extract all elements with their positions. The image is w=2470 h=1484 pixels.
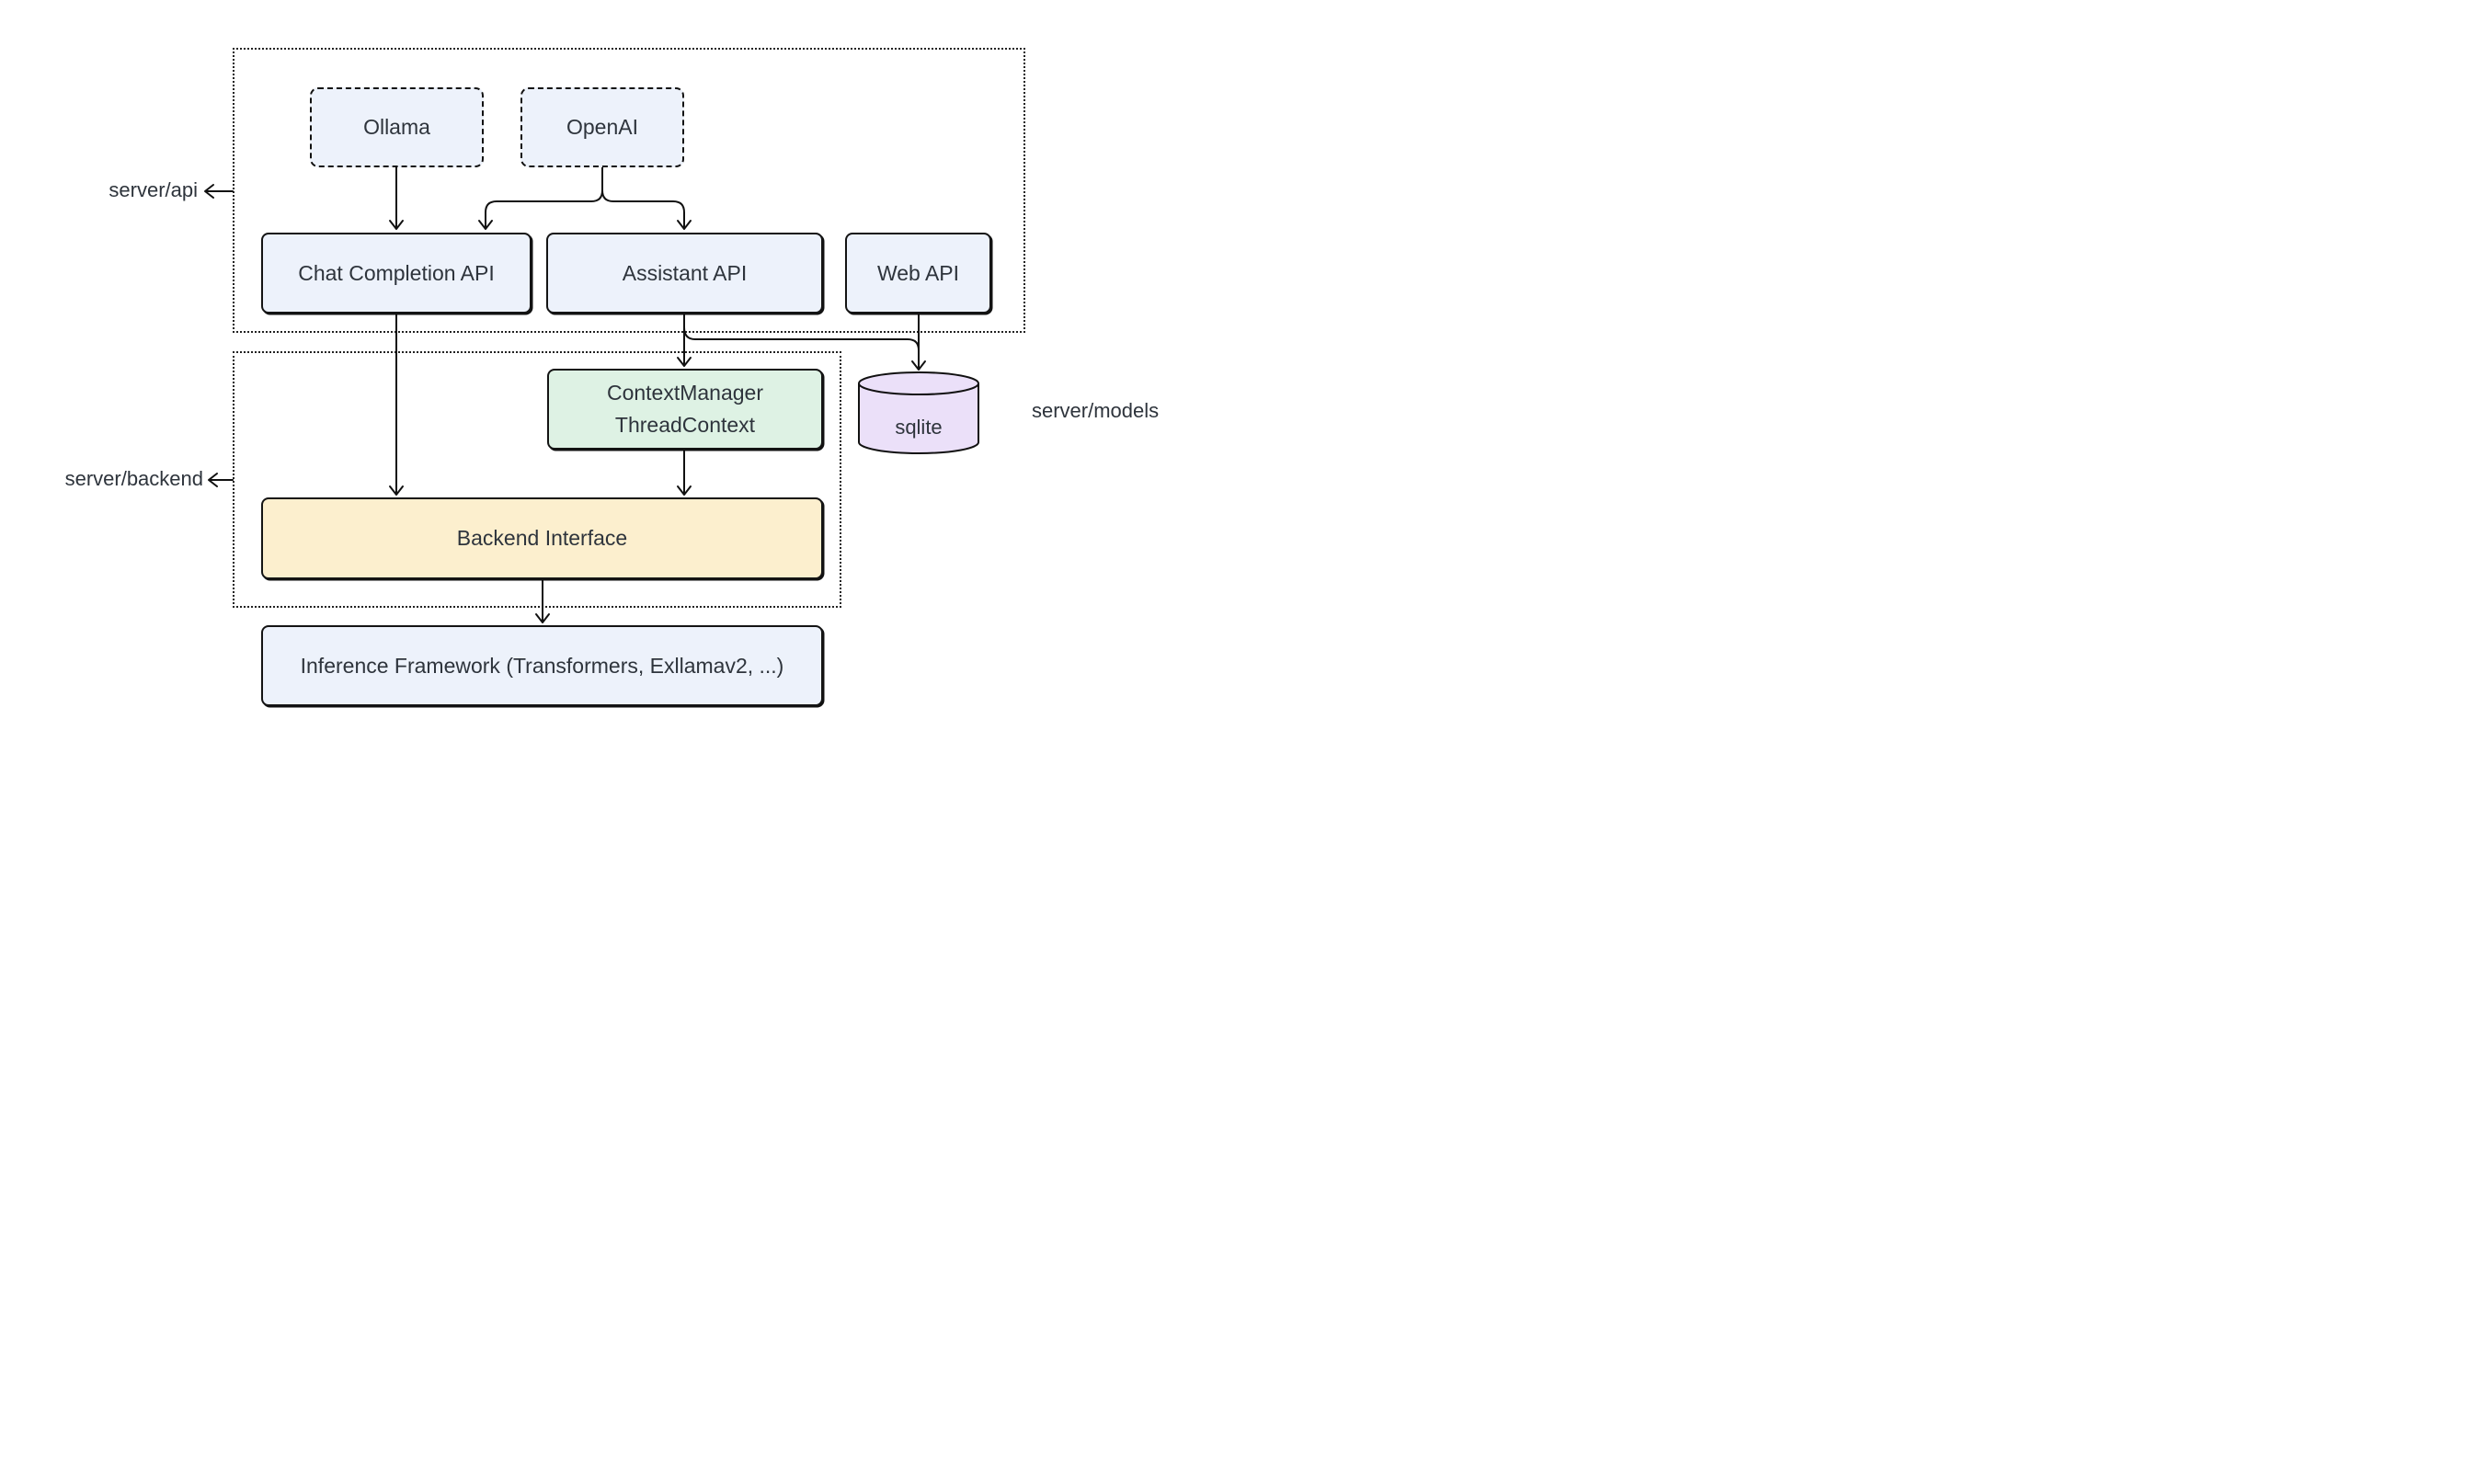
edge-chat-completion-to-backend	[389, 313, 404, 496]
label-server-backend: server/backend	[64, 467, 203, 490]
label-server-models: server/models	[1032, 399, 1160, 422]
label-server-api: server/api	[109, 178, 198, 201]
node-chat-completion-api-label: Chat Completion API	[298, 260, 495, 285]
node-assistant-api: Assistant API	[546, 233, 823, 314]
edge-context-manager-to-backend	[677, 449, 692, 496]
edge-web-api-to-sqlite	[911, 313, 926, 371]
sqlite-cylinder	[858, 371, 979, 454]
group-server-backend	[233, 351, 841, 608]
node-openai-label: OpenAI	[566, 115, 638, 139]
diagram-wires	[204, 166, 979, 623]
node-backend-interface-label: Backend Interface	[456, 526, 628, 550]
server-api-pointer-arrow	[204, 184, 234, 199]
node-sqlite-label: sqlite	[895, 416, 943, 439]
node-ollama: Ollama	[310, 87, 484, 167]
architecture-diagram: Ollama OpenAI Chat Completion API Assist…	[0, 0, 1235, 742]
node-context-manager-label: ContextManager ThreadContext	[607, 377, 763, 441]
node-assistant-api-label: Assistant API	[622, 260, 748, 285]
node-web-api: Web API	[845, 233, 991, 314]
edge-assistant-to-sqlite	[683, 326, 920, 354]
node-ollama-label: Ollama	[363, 115, 430, 139]
node-web-api-label: Web API	[876, 260, 960, 285]
edge-assistant-to-context-manager	[677, 313, 692, 367]
edge-openai-to-chat-completion	[478, 166, 603, 230]
server-backend-pointer-arrow	[208, 473, 234, 487]
context-manager-line1: ContextManager	[606, 381, 764, 405]
edge-backend-to-inference	[535, 578, 550, 623]
node-chat-completion-api: Chat Completion API	[261, 233, 532, 314]
edge-ollama-to-chat-completion	[389, 166, 404, 230]
node-inference-framework-label: Inference Framework (Transformers, Exlla…	[300, 653, 784, 678]
context-manager-line2: ThreadContext	[614, 413, 756, 437]
sqlite-cylinder-top	[858, 371, 979, 395]
node-inference-framework: Inference Framework (Transformers, Exlla…	[261, 625, 823, 706]
node-context-manager: ContextManager ThreadContext	[547, 369, 823, 450]
sqlite-cylinder-body	[858, 383, 979, 454]
node-backend-interface: Backend Interface	[261, 497, 823, 579]
group-server-api	[233, 48, 1025, 333]
edge-openai-to-assistant	[601, 189, 692, 230]
node-openai: OpenAI	[520, 87, 684, 167]
